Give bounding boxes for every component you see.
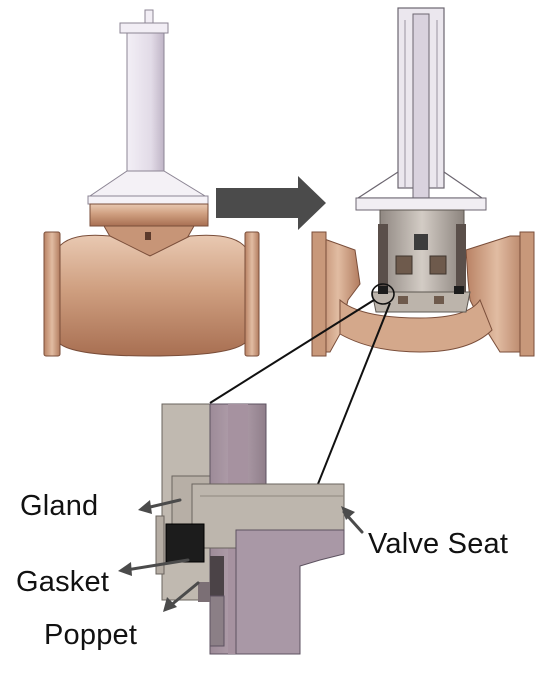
cutaway-left-flange: [311, 231, 327, 357]
poppet-notch: [198, 582, 210, 602]
seat-slot: [434, 296, 444, 304]
seat-ring: [371, 291, 471, 313]
poppet-step-dark: [210, 556, 224, 596]
cutaway-body-bottom: [339, 298, 493, 353]
cage-wall-left: [378, 224, 388, 304]
gland-arrow: [144, 498, 182, 510]
actuator-column: [126, 32, 165, 172]
gland-label: Gland: [20, 490, 99, 522]
right-arrow-icon: [216, 176, 326, 230]
bonnet-cone: [88, 170, 207, 197]
gland-arrowhead: [138, 500, 152, 514]
neck-bolt: [145, 232, 151, 240]
poppet-arrowhead: [163, 597, 177, 612]
seat-gasket-right: [454, 286, 464, 294]
body-top-flange: [89, 203, 209, 227]
assembled-valve: [43, 9, 260, 357]
cutaway-body-right: [465, 235, 529, 353]
poppet-label: Poppet: [44, 619, 138, 651]
poppet-clip: [414, 234, 428, 250]
seat-gasket-left: [378, 286, 388, 294]
gasket-arrow: [124, 558, 190, 572]
zoom-leader-left: [209, 299, 375, 404]
valve-body: [57, 234, 247, 357]
bonnet-plate: [87, 195, 209, 205]
gasket-arrowhead: [118, 562, 132, 576]
left-end-flange: [43, 231, 61, 357]
stem-tip: [144, 9, 154, 25]
poppet-base: [235, 529, 345, 655]
poppet-arrow: [168, 581, 200, 608]
cutaway-valve: [311, 7, 535, 357]
right-end-flange: [244, 231, 260, 357]
zoom-leader-right: [317, 302, 391, 485]
cutaway-right-flange: [519, 231, 535, 357]
cage-port: [429, 255, 447, 275]
detail-section: [155, 403, 345, 655]
poppet-step: [209, 595, 225, 647]
zoom-circle: [371, 283, 395, 305]
valve-seat-label: Valve Seat: [368, 528, 509, 560]
seat-slot: [398, 296, 408, 304]
cutaway-bonnet-plate: [355, 197, 487, 211]
gasket-label: Gasket: [16, 566, 110, 598]
cage-wall-right: [456, 224, 466, 304]
gasket-body: [165, 523, 205, 563]
gasket-retainer: [155, 515, 165, 575]
cage: [379, 209, 465, 293]
valve-seat-arrowhead: [341, 506, 355, 520]
stem-collar: [119, 22, 169, 34]
cage-port: [395, 255, 413, 275]
